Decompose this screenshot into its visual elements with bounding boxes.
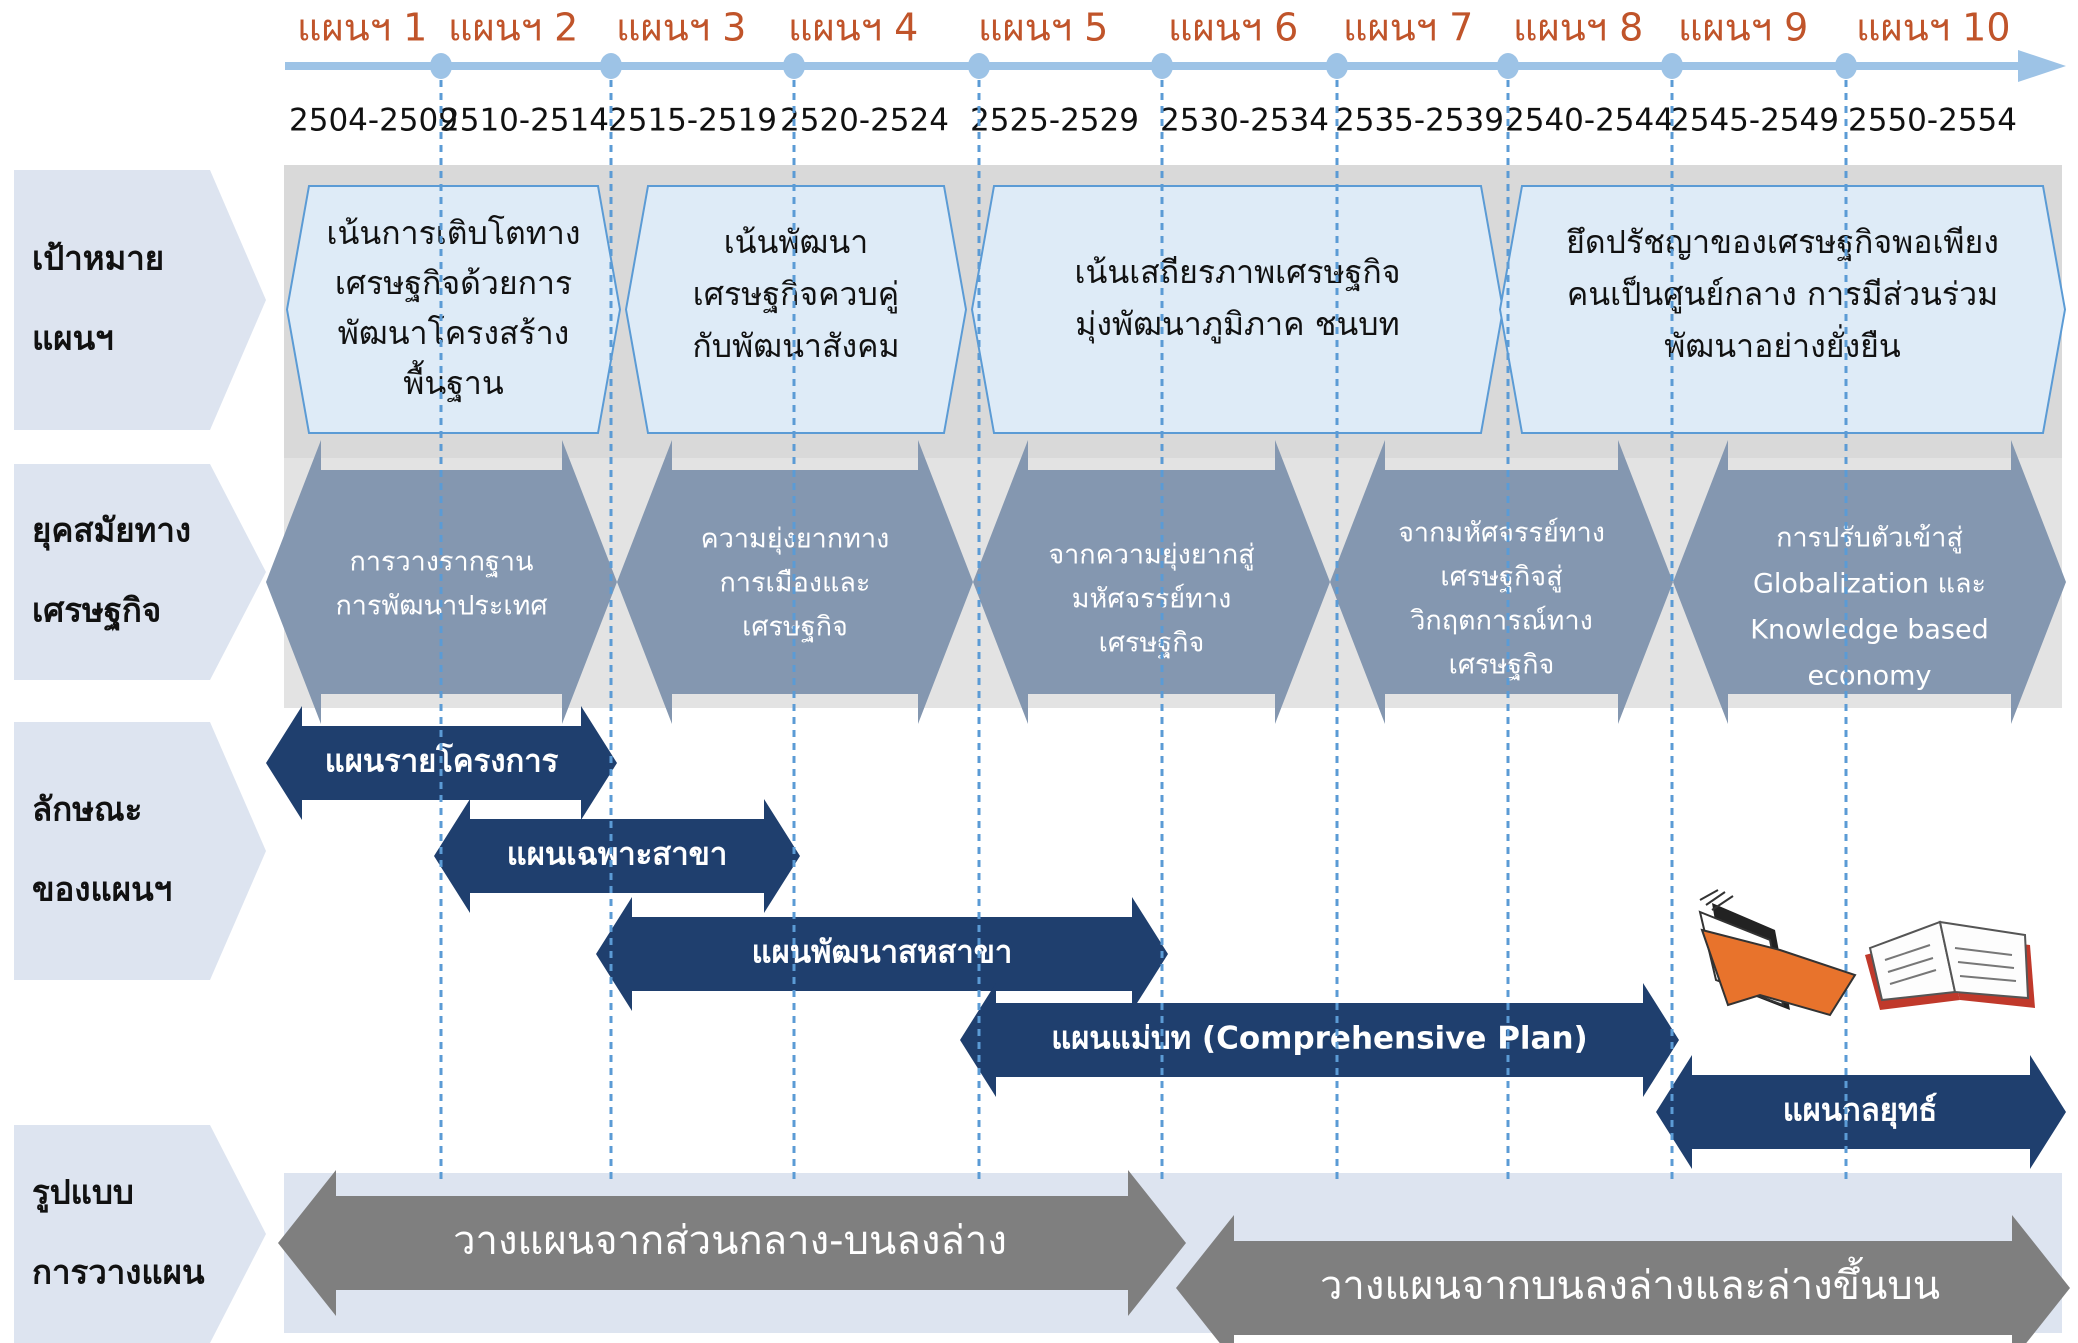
era-arrow bbox=[973, 440, 1330, 724]
planning-form-arrow bbox=[278, 1170, 1186, 1316]
open-book-icon bbox=[1865, 920, 2035, 1010]
axis-node bbox=[968, 53, 990, 79]
plan-years: 2545-2549 bbox=[1670, 103, 1839, 139]
row-label-tab bbox=[14, 464, 266, 680]
plan-years: 2535-2539 bbox=[1335, 103, 1504, 139]
goals-row: เน้นการเติบโตทางเศรษฐกิจด้วยการพัฒนาโครง… bbox=[285, 185, 2067, 434]
plan-label: แผนฯ 5 bbox=[978, 6, 1108, 50]
row-label: เป้าหมายแผนฯ bbox=[32, 239, 164, 358]
plan-years: 2520-2524 bbox=[780, 103, 949, 139]
row-label: ยุคสมัยทางเศรษฐกิจ bbox=[32, 511, 191, 632]
goal-text: เน้นพัฒนาเศรษฐกิจควบคู่กับพัฒนาสังคม bbox=[692, 223, 899, 365]
axis-node bbox=[600, 53, 622, 79]
goal-shape bbox=[285, 185, 622, 434]
plan-years: 2510-2514 bbox=[440, 103, 609, 139]
characteristic-arrow bbox=[960, 983, 1679, 1097]
era-arrow bbox=[266, 440, 617, 724]
characteristic-arrow bbox=[596, 897, 1168, 1011]
characteristic-label: แผนพัฒนาสหสาขา bbox=[752, 935, 1013, 971]
orange-book-icon bbox=[1698, 889, 1857, 1017]
plan-label: แผนฯ 2 bbox=[448, 6, 578, 50]
axis-node bbox=[1151, 53, 1173, 79]
plan-label: แผนฯ 7 bbox=[1343, 6, 1473, 50]
axis-arrow-head bbox=[2018, 50, 2066, 82]
axis-node bbox=[1835, 53, 1857, 79]
row-label-tab bbox=[14, 1125, 266, 1343]
plan-years: 2525-2529 bbox=[970, 103, 1139, 139]
plan-years: 2530-2534 bbox=[1160, 103, 1329, 139]
characteristic-arrow bbox=[434, 799, 800, 913]
plan-label: แผนฯ 4 bbox=[788, 6, 918, 50]
planning-forms-row: วางแผนจากส่วนกลาง-บนลงล่างวางแผนจากบนลงล… bbox=[278, 1170, 2070, 1343]
era-text: จากความยุ่งยากสู่มหัศจรรย์ทางเศรษฐกิจ bbox=[1048, 540, 1254, 659]
era-arrow bbox=[617, 440, 973, 724]
characteristic-arrow bbox=[1656, 1055, 2066, 1169]
characteristic-label: แผนเฉพาะสาขา bbox=[507, 837, 727, 873]
era-arrow bbox=[1330, 440, 1673, 724]
era-arrow bbox=[1673, 440, 2066, 724]
row-label-tab bbox=[14, 722, 266, 980]
plan-years: 2540-2544 bbox=[1505, 103, 1674, 139]
goal-shape bbox=[1498, 185, 2067, 434]
plan-label: แผนฯ 3 bbox=[616, 6, 746, 50]
axis-node bbox=[1497, 53, 1519, 79]
plan-label: แผนฯ 9 bbox=[1678, 6, 1808, 50]
planning-form-label: วางแผนจากบนลงล่างและล่างขึ้นบน bbox=[1320, 1256, 1940, 1309]
goal-text: เน้นเสถียรภาพเศรษฐกิจมุ่งพัฒนาภูมิภาค ชน… bbox=[1075, 253, 1401, 344]
axis-node bbox=[1661, 53, 1683, 79]
plan-years: 2504-2509 bbox=[289, 103, 458, 139]
axis-node bbox=[1326, 53, 1348, 79]
plan-years: 2550-2554 bbox=[1848, 103, 2017, 139]
era-text: จากมหัศจรรย์ทางเศรษฐกิจสู่วิกฤตการณ์ทางเ… bbox=[1398, 517, 1605, 681]
row-label-tab bbox=[14, 170, 266, 430]
plan-years: 2515-2519 bbox=[608, 103, 777, 139]
plan-label: แผนฯ 10 bbox=[1856, 6, 2011, 50]
row-labels: เป้าหมายแผนฯยุคสมัยทางเศรษฐกิจลักษณะของแ… bbox=[14, 170, 266, 1343]
characteristic-label: แผนกลยุทธ์ bbox=[1783, 1093, 1938, 1130]
goal-text: ยึดปรัชญาของเศรษฐกิจพอเพียงคนเป็นศูนย์กล… bbox=[1566, 223, 1999, 365]
plan-characteristics-row: แผนรายโครงการแผนเฉพาะสาขาแผนพัฒนาสหสาขาแ… bbox=[266, 706, 2066, 1169]
goal-shape bbox=[624, 185, 968, 434]
row-label: ลักษณะของแผนฯ bbox=[32, 790, 172, 909]
axis-node bbox=[430, 53, 452, 79]
economic-eras-row: การวางรากฐานการพัฒนาประเทศความยุ่งยากทาง… bbox=[266, 440, 2066, 724]
plan-label: แผนฯ 1 bbox=[297, 6, 427, 50]
timeline-axis: แผนฯ 1 2504-2509 แผนฯ 2 2510-2514 แผนฯ 3 2515… bbox=[285, 6, 2066, 139]
planning-form-label: วางแผนจากส่วนกลาง-บนลงล่าง bbox=[453, 1218, 1007, 1264]
plan-dividers bbox=[439, 80, 1848, 1180]
goal-text: เน้นการเติบโตทางเศรษฐกิจด้วยการพัฒนาโครง… bbox=[327, 214, 581, 403]
axis-node bbox=[783, 53, 805, 79]
plan-label: แผนฯ 6 bbox=[1168, 6, 1298, 50]
goal-shape bbox=[970, 185, 1505, 434]
characteristic-label: แผนแม่บท (Comprehensive Plan) bbox=[1051, 1021, 1587, 1057]
row-label: รูปแบบการวางแผน bbox=[32, 1173, 205, 1292]
plan-label: แผนฯ 8 bbox=[1513, 6, 1643, 50]
planning-form-arrow bbox=[1176, 1215, 2070, 1343]
